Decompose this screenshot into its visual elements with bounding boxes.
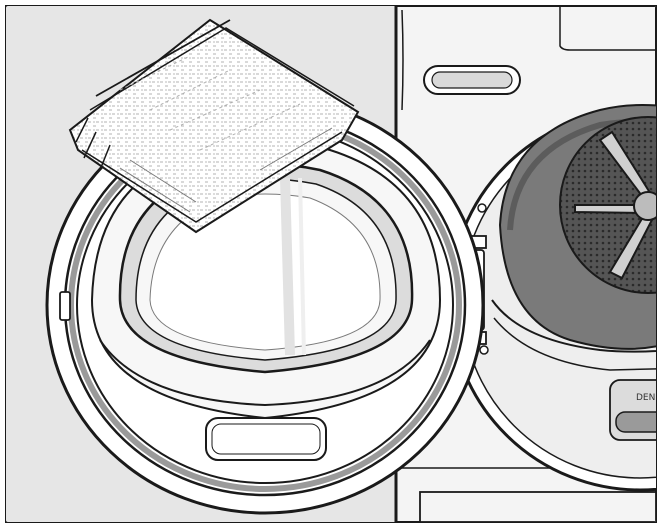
plinth-panel	[419, 491, 656, 522]
door-latch	[59, 291, 71, 321]
folded-towel	[68, 18, 360, 234]
inner-panel-label: DEN	[636, 393, 655, 403]
drum-hub	[633, 191, 656, 221]
lint-filter-handle	[205, 417, 327, 461]
dryer-drum-opening: DEN	[448, 104, 656, 492]
